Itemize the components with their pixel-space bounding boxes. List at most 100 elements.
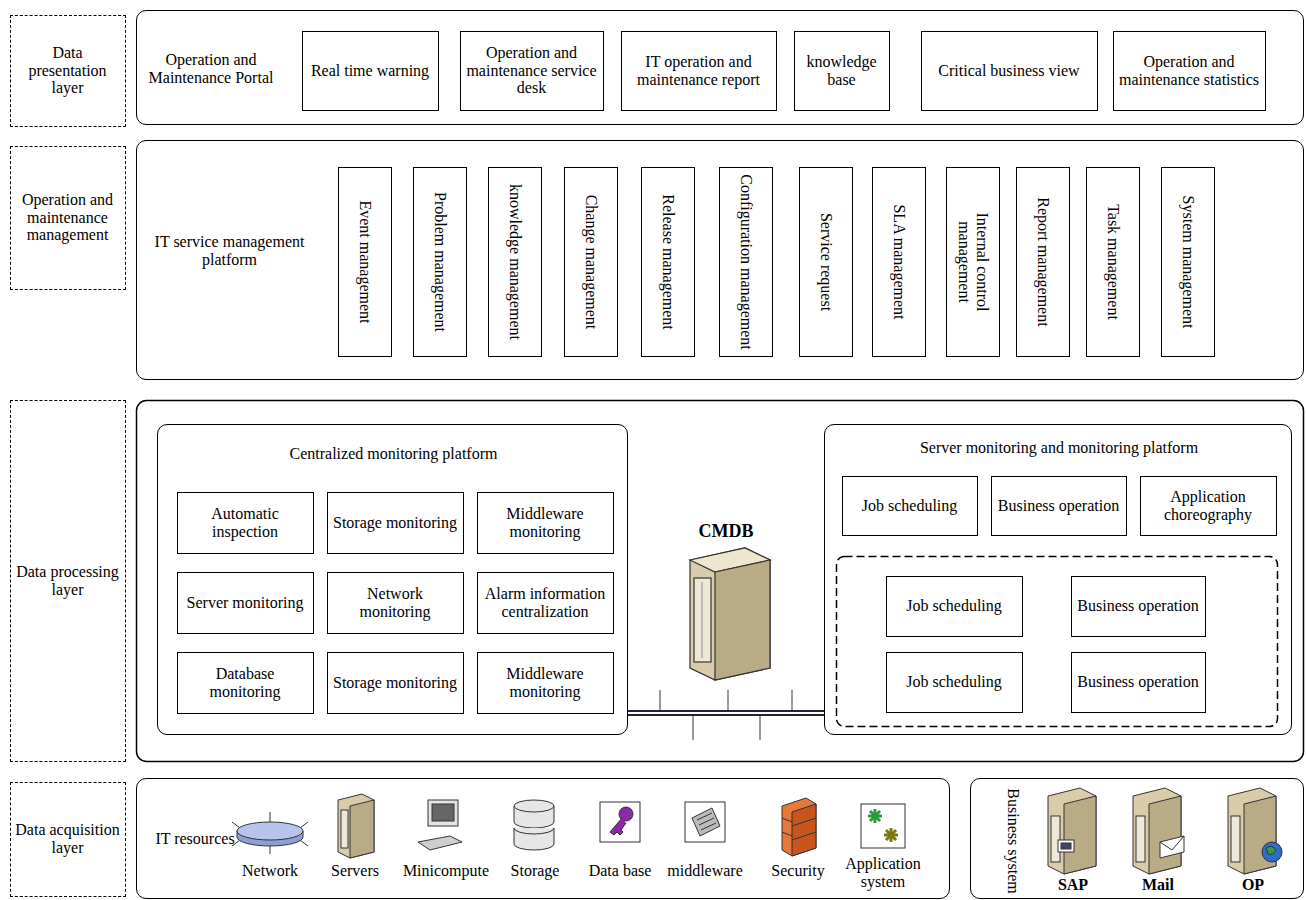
node-text: Business operation [995, 480, 1122, 531]
security-icon [782, 798, 816, 856]
icon-label: Servers [315, 862, 395, 880]
node-text: Report management [1018, 173, 1068, 351]
module-box: Critical business view [921, 31, 1098, 111]
node-text: Storage monitoring [331, 496, 459, 549]
function-box: knowledge management [488, 167, 542, 357]
module-box: Business operation [1071, 576, 1206, 637]
storage-icon [514, 800, 554, 850]
node-text: Task management [1088, 173, 1138, 351]
module-box: Network monitoring [327, 572, 464, 634]
node-text: System management [1163, 173, 1213, 351]
node-text: Configuration management [721, 173, 771, 351]
node-text: Automatic inspection [181, 496, 309, 549]
dashed-group [837, 557, 1278, 727]
module-box: Business operation [1071, 652, 1206, 713]
node-text: Critical business view [925, 35, 1093, 106]
processing-band [137, 401, 1304, 762]
node-text: Event management [340, 173, 390, 351]
node-text: Application choreography [1144, 480, 1272, 531]
layer-label: Operation and maintenance management [10, 146, 126, 290]
node-text: Operation and maintenance management [14, 150, 121, 285]
bus-inner-line [628, 712, 824, 714]
op-server-icon [1228, 788, 1282, 874]
module-box: Middleware monitoring [477, 652, 614, 714]
layer-label: Data acquisition layer [10, 782, 126, 897]
function-box: Configuration management [719, 167, 773, 357]
icon-label: Data base [580, 862, 660, 880]
module-box: Business operation [991, 476, 1127, 536]
node-text: Data presentation layer [14, 19, 121, 122]
layer-band: Real time warning Operation and maintenan… [136, 10, 1304, 125]
node-text: knowledge management [490, 173, 540, 351]
node-text: Alarm information centralization [481, 576, 609, 629]
node-text: Middleware monitoring [481, 656, 609, 709]
bus-connector [628, 710, 824, 716]
module-box: Operation and maintenance service desk [460, 31, 604, 111]
platform-panel: Automatic inspectionStorage monitoringMi… [157, 424, 628, 735]
sap-server-icon [1048, 788, 1096, 874]
node-text: Change management [566, 173, 616, 351]
module-box: IT operation and maintenance report [621, 31, 777, 111]
module-box: Job scheduling [886, 652, 1023, 713]
layer-label: Data presentation layer [10, 15, 126, 127]
minicomputer-icon [418, 800, 462, 850]
function-box: SLA management [872, 167, 926, 357]
function-box: Problem management [413, 167, 467, 357]
icon-label: Minicompute [396, 862, 496, 880]
layer-band: Event management Problem management knowle… [136, 140, 1304, 380]
layer-band: IT resources [136, 778, 950, 899]
node-text: Data acquisition layer [14, 786, 121, 892]
node-text: Job scheduling [890, 580, 1018, 632]
node-text: Business operation [1075, 580, 1201, 632]
node-text: Operation and maintenance statistics [1117, 35, 1261, 106]
cmdb-label: CMDB [686, 522, 766, 542]
mail-server-icon [1133, 788, 1184, 874]
icon-label: Mail [1128, 876, 1188, 894]
middleware-icon [685, 802, 725, 842]
node-text: Service request [801, 173, 851, 351]
icon-label: Security [758, 862, 838, 880]
platform-panel: Job schedulingBusiness operationApplicat… [824, 424, 1292, 735]
node-text: Business operation [1075, 656, 1201, 708]
function-box: Report management [1016, 167, 1070, 357]
layer-label: Data processing layer [10, 400, 126, 762]
node-text: Storage monitoring [331, 656, 459, 709]
function-box: Event management [338, 167, 392, 357]
function-box: Release management [641, 167, 695, 357]
node-text: Operation and maintenance service desk [464, 35, 599, 106]
node-text: Business system [1000, 786, 1026, 896]
node-text: Real time warning [306, 35, 434, 106]
module-box: Job scheduling [886, 576, 1023, 637]
module-box: Database monitoring [177, 652, 314, 714]
database-icon [600, 802, 640, 842]
module-box: knowledge base [794, 31, 890, 111]
node-text: Operation and Maintenance Portal [141, 31, 281, 106]
platform-heading: Server monitoring and monitoring platfor… [825, 433, 1293, 463]
network-icon [232, 812, 308, 854]
icon-label: OP [1223, 876, 1283, 894]
node-text: IT operation and maintenance report [625, 35, 772, 106]
icon-label: Network [230, 862, 310, 880]
icon-label: Application system [838, 855, 928, 890]
node-text: SLA management [874, 173, 924, 351]
cmdb-server-icon [690, 548, 770, 680]
application-icon [861, 804, 905, 848]
icon-label: middleware [660, 862, 750, 880]
node-text: Job scheduling [890, 656, 1018, 708]
node-text: Middleware monitoring [481, 496, 609, 549]
module-box: Storage monitoring [327, 492, 464, 554]
function-box: System management [1161, 167, 1215, 357]
module-box: Alarm information centralization [477, 572, 614, 634]
module-box: Middleware monitoring [477, 492, 614, 554]
function-box: Change management [564, 167, 618, 357]
node-text: IT resources [149, 824, 241, 854]
module-box: Application choreography [1140, 476, 1277, 536]
node-text: IT service management platform [147, 201, 312, 301]
module-box: Storage monitoring [327, 652, 464, 714]
node-text: Database monitoring [181, 656, 309, 709]
module-box: Real time warning [302, 31, 439, 111]
server-icon [338, 794, 374, 858]
icon-label: SAP [1043, 876, 1103, 894]
node-text: Data processing layer [14, 404, 121, 757]
